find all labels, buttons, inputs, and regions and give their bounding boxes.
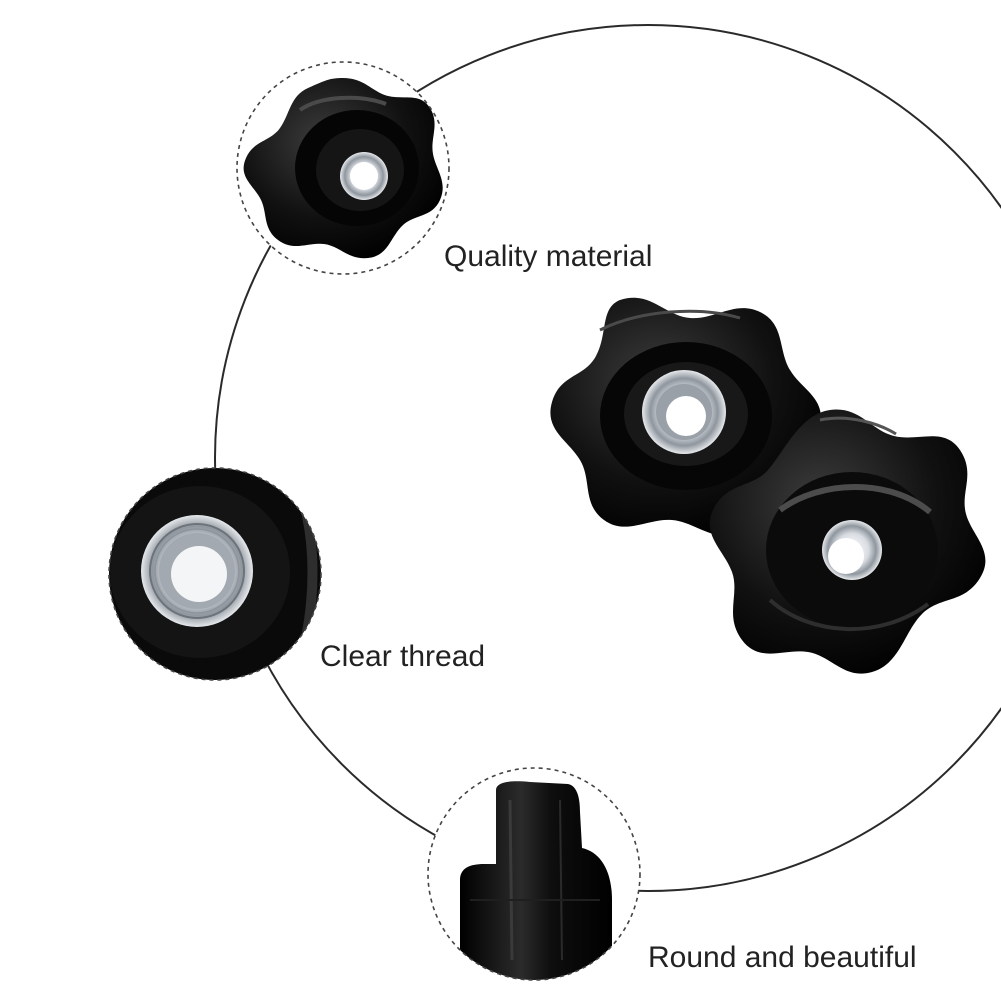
caption-quality-material: Quality material xyxy=(444,240,653,273)
threaded-insert-icon xyxy=(109,468,321,680)
dashed-ring xyxy=(108,467,322,681)
callout-quality xyxy=(236,61,450,275)
main-knob-left xyxy=(550,297,821,536)
dashed-ring xyxy=(427,767,641,981)
callout-thread xyxy=(108,467,322,681)
guide-circle xyxy=(214,24,1001,892)
star-knob-icon xyxy=(243,78,443,259)
main-knob-right xyxy=(709,409,986,674)
caption-round-and-beautiful: Round and beautiful xyxy=(648,941,917,974)
callout-round xyxy=(427,767,641,981)
dashed-ring xyxy=(236,61,450,275)
caption-clear-thread: Clear thread xyxy=(320,640,486,673)
knob-side-profile-icon xyxy=(460,781,612,980)
